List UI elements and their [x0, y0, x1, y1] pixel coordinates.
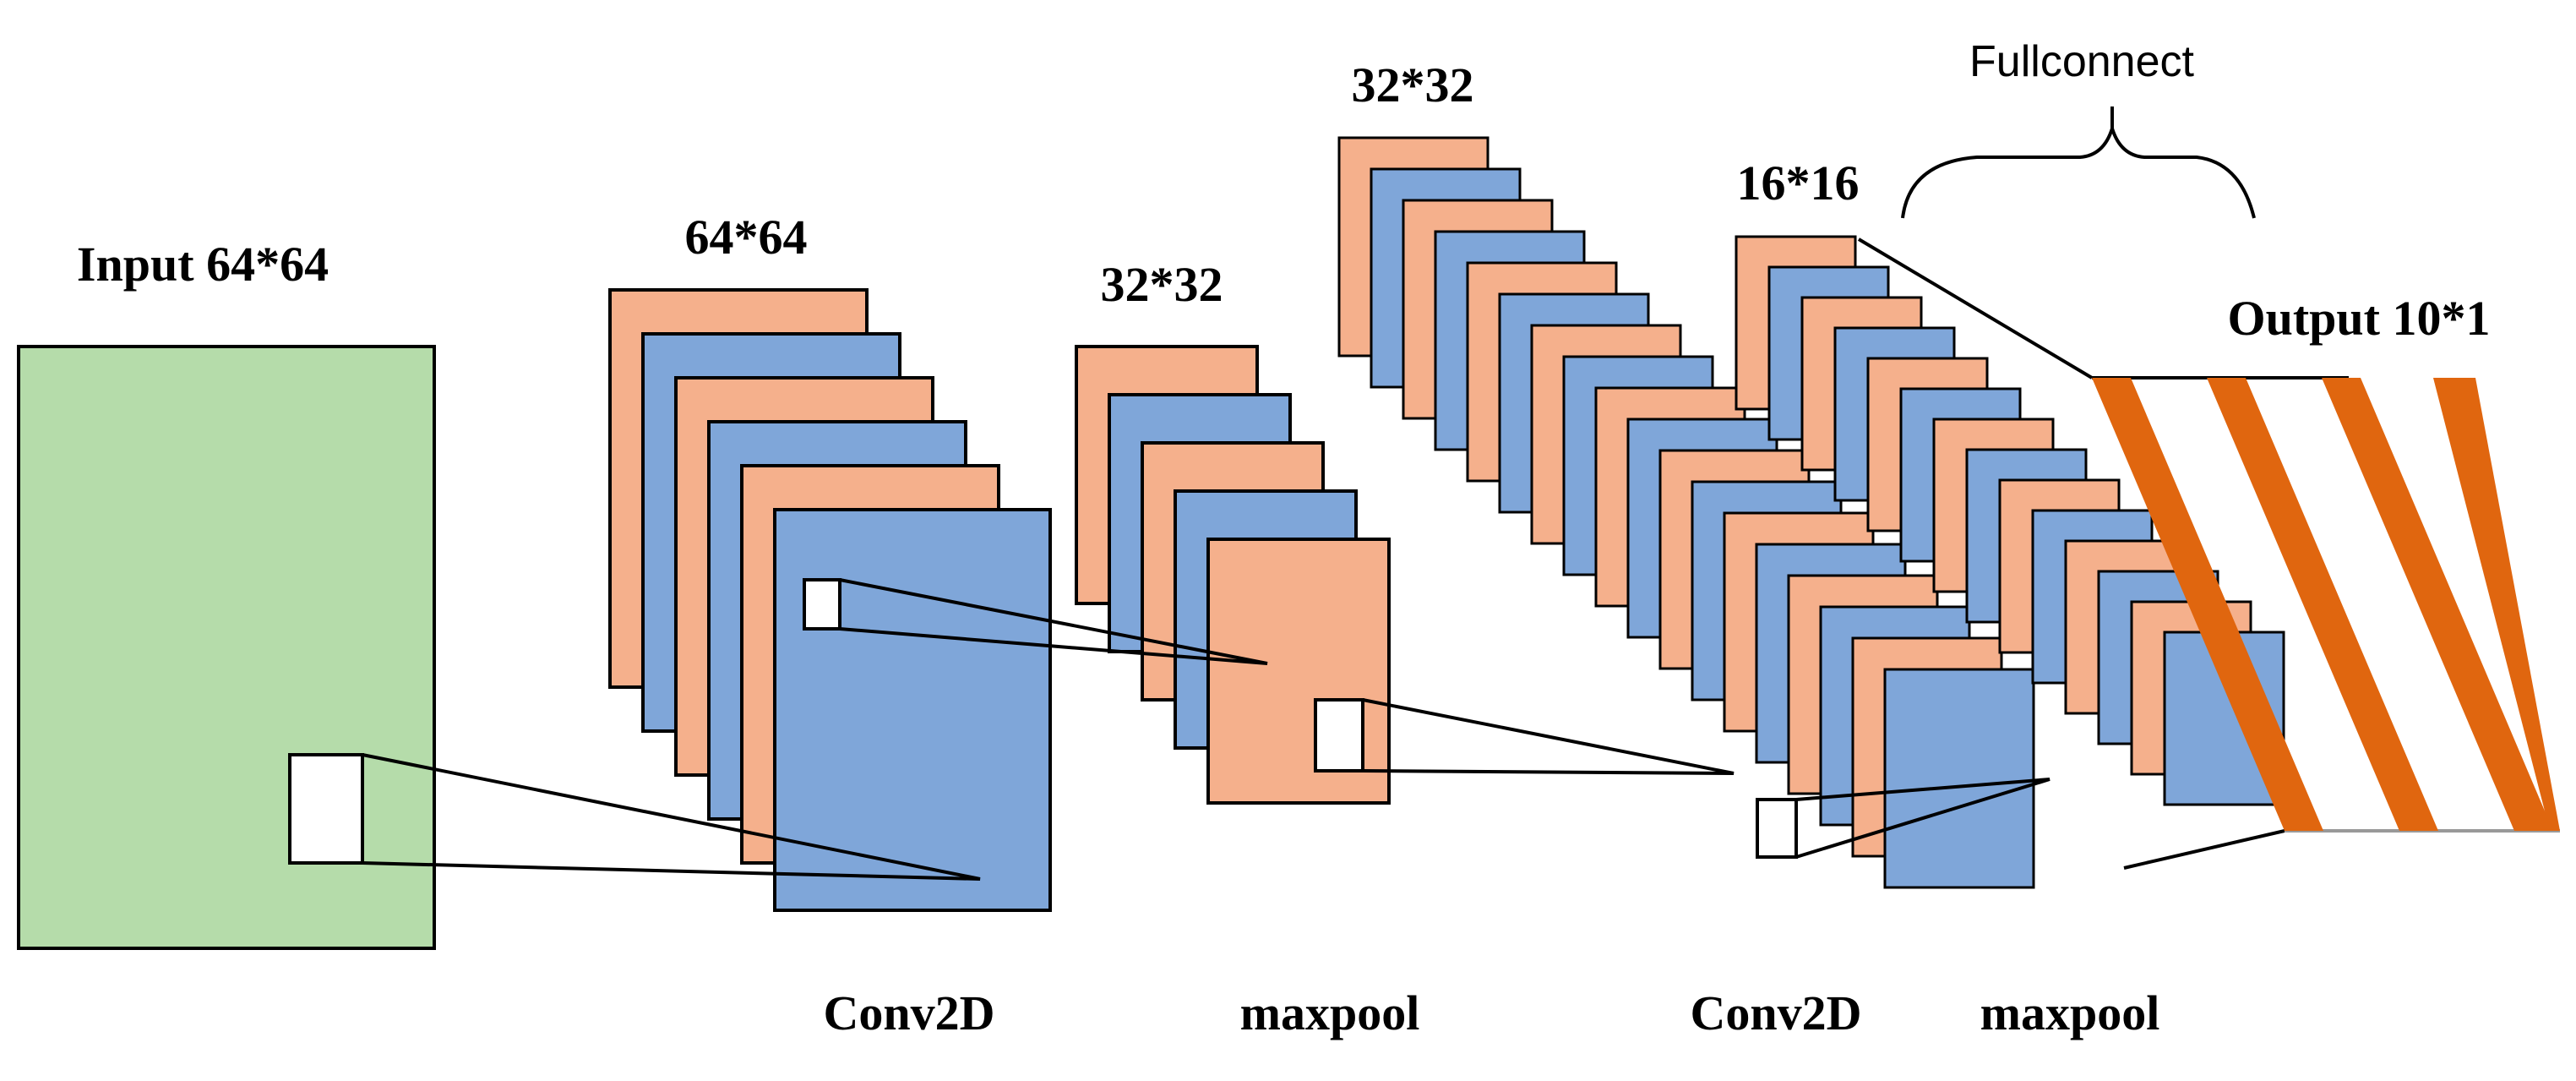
output-stripe	[2092, 378, 2323, 831]
pool2-op-label: maxpool	[1980, 985, 2160, 1040]
conv2-size-label: 32*32	[1352, 57, 1474, 112]
conv2d-1-feature-map	[773, 508, 1052, 912]
fullconnect-brace	[1901, 106, 2256, 219]
connector-conv1-to-pool1	[839, 578, 1268, 665]
connector-pool1-to-conv2	[1362, 698, 1735, 775]
conv2d-2-stack	[1337, 136, 2035, 889]
input-image	[17, 345, 436, 950]
input-label: Input 64*64	[77, 237, 329, 292]
connector-conv2-to-pool2	[1795, 778, 2050, 859]
pool1-op-label: maxpool	[1240, 985, 1420, 1040]
input-kernel	[288, 753, 364, 865]
output-layer	[1857, 106, 2560, 870]
conv1-kernel	[803, 578, 841, 631]
output-stripe	[2207, 378, 2438, 831]
conv2-op-label: Conv2D	[1690, 985, 1861, 1040]
output-stripe	[2433, 378, 2560, 831]
connector-input-to-conv1	[362, 753, 981, 881]
conv1-size-label: 64*64	[685, 210, 808, 265]
output-connector-bottom	[2123, 829, 2285, 870]
output-stripes	[2092, 378, 2560, 831]
input-layer	[17, 345, 436, 950]
maxpool-1-stack	[1075, 345, 1391, 805]
conv2d-2-feature-map	[1883, 668, 2035, 889]
output-label: Output 10*1	[2227, 291, 2490, 346]
output-connector-top	[1857, 237, 2094, 379]
fullconnect-label: Fullconnect	[1969, 37, 2194, 86]
output-stripe	[2322, 378, 2553, 831]
pool1-kernel	[1314, 698, 1364, 773]
pool2-size-label: 16*16	[1737, 156, 1860, 210]
maxpool-2-stack	[1735, 235, 2285, 806]
conv2d-1-stack	[608, 288, 1052, 912]
connector-lines	[362, 578, 2050, 881]
pool1-size-label: 32*32	[1101, 257, 1223, 312]
conv1-op-label: Conv2D	[823, 985, 994, 1040]
conv2-kernel	[1756, 798, 1798, 859]
